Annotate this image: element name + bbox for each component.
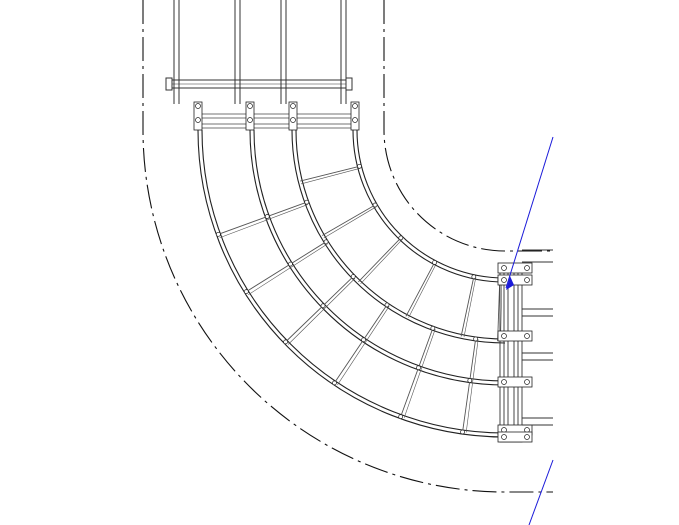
end-bracket <box>497 431 533 443</box>
end-bracket <box>497 376 533 388</box>
rib-inner-edge <box>323 206 377 239</box>
rib-bolt <box>283 339 288 345</box>
ribs-inner-ring <box>300 165 503 341</box>
mount-clip <box>350 101 360 131</box>
rib-outer-edge <box>219 204 308 239</box>
curved-rail-3 <box>291 129 506 344</box>
curved-rail-2 <box>249 129 506 386</box>
bracket-bolt <box>524 265 530 271</box>
ribs-outer-ring <box>218 201 479 433</box>
bracket-bolt <box>501 265 507 271</box>
outer-clearance-boundary <box>142 0 553 493</box>
clip-bolt <box>247 117 253 123</box>
rib-bolt <box>432 260 437 265</box>
mount-clip <box>193 101 203 131</box>
rib-outer-edge <box>403 329 436 418</box>
rib-bolt <box>216 231 221 237</box>
rib-bolt <box>398 414 404 419</box>
mount-clip <box>245 101 255 131</box>
rib-bolt <box>398 235 404 241</box>
clip-bolt <box>290 103 296 109</box>
rib-bolt <box>304 199 310 205</box>
rib-bolt <box>430 325 436 331</box>
rib-bolt <box>416 365 421 371</box>
rib-inner-edge <box>463 277 477 338</box>
bracket-bolt <box>524 333 530 339</box>
rib-bolt <box>467 378 473 383</box>
rib-bolt <box>320 303 326 309</box>
section-reference-line <box>505 136 554 525</box>
clip-bolt <box>290 117 296 123</box>
bracket-bolt <box>524 277 530 283</box>
rib-inner-edge <box>300 168 361 185</box>
rib-bolt <box>243 289 249 294</box>
straight-segment-crossbar <box>165 77 353 91</box>
rib-outer-edge <box>287 278 356 345</box>
rib-inner <box>358 237 402 283</box>
curved-rail-1 <box>197 129 506 438</box>
rib-bolt <box>473 336 478 342</box>
straight-rails <box>173 0 347 104</box>
rib-bolt <box>384 302 390 308</box>
rib-bolt <box>288 261 293 267</box>
clip-bolt <box>352 117 358 123</box>
rib-outer <box>462 338 477 433</box>
rib-bolt <box>264 214 270 219</box>
mount-clip <box>288 101 298 131</box>
clip-bolt <box>247 103 253 109</box>
rib-inner <box>322 204 376 236</box>
rib-outer <box>218 201 307 235</box>
bracket-bolt <box>501 333 507 339</box>
clip-bolt <box>352 103 358 109</box>
rib-bolt <box>372 202 378 208</box>
clip-bolt <box>195 117 201 123</box>
bracket-bolt <box>524 434 530 440</box>
cursor-arrow-icon <box>506 276 514 290</box>
rib-outer-edge <box>337 306 390 386</box>
rib-inner-edge <box>408 263 437 318</box>
rib-bolt <box>361 337 366 343</box>
rib-inner <box>300 165 360 182</box>
rib-bolt <box>323 239 329 245</box>
rib-inner-edge <box>360 239 403 285</box>
rib-outer <box>285 276 354 343</box>
rib-outer-edge <box>465 339 479 433</box>
clip-bolt <box>195 103 201 109</box>
end-bracket <box>497 274 533 286</box>
rib-inner <box>460 276 475 337</box>
bracket-bolt <box>501 434 507 440</box>
rib-outer-edge <box>248 243 328 295</box>
rib-bolt <box>332 380 337 386</box>
rib-inner <box>405 262 435 317</box>
transition-rails <box>195 113 356 129</box>
rib-outer <box>400 328 434 417</box>
rib-outer <box>246 241 327 293</box>
rib-bolt <box>350 274 356 279</box>
rib-bolt <box>471 274 477 280</box>
end-bracket <box>497 330 533 342</box>
end-brackets <box>497 262 533 443</box>
rib-bolt <box>460 429 465 435</box>
bracket-bolt <box>524 379 530 385</box>
bracket-bolt <box>501 379 507 385</box>
end-bracket <box>497 262 533 274</box>
rib-outer <box>334 304 388 384</box>
rib-bolt <box>357 163 362 169</box>
inner-clearance-boundary <box>383 0 553 252</box>
outgoing-rails <box>522 249 553 426</box>
top-mounting-clips <box>193 101 360 131</box>
bracket-bolt <box>501 277 507 283</box>
